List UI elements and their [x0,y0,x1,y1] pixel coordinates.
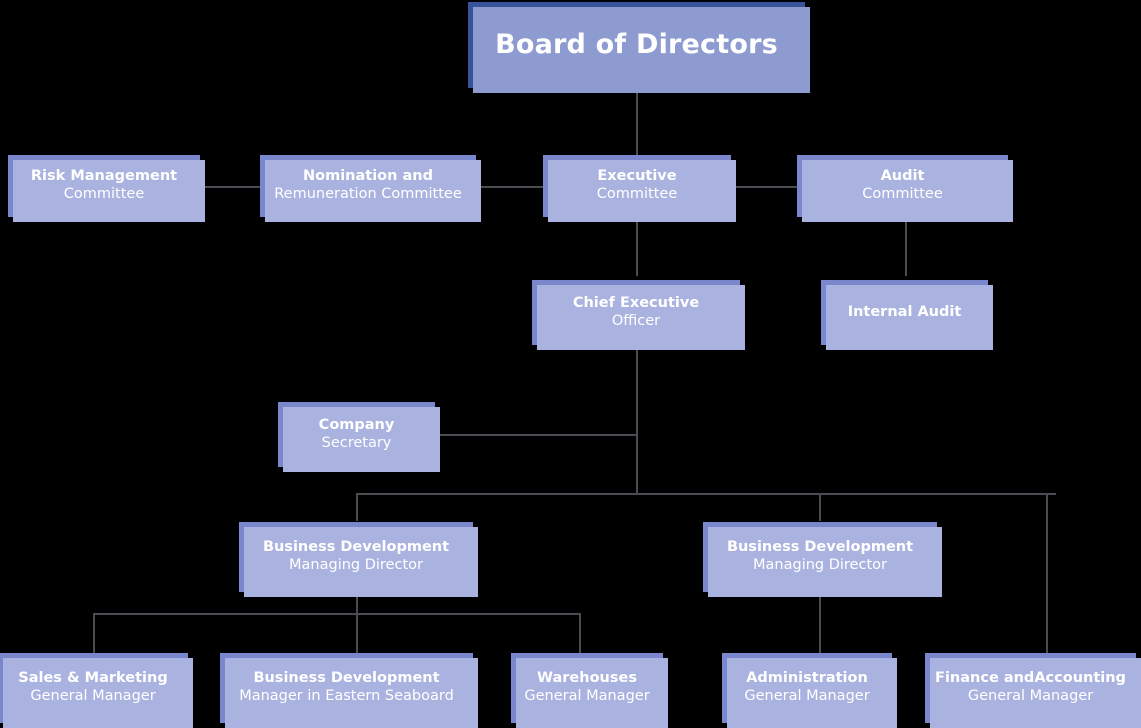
node-executive-committee-line2: Committee [596,186,678,202]
node-administration-line2: General Manager [744,688,870,704]
node-business-development-eastern-seaboard-line2: Manager in Eastern Seaboard [239,688,454,704]
node-finance-and-accounting-line1: Finance andAccounting [935,670,1126,687]
node-risk-management-committee[interactable]: Risk Management Committee [8,155,205,222]
node-nomination-remuneration-committee-line1: Nomination and [302,168,433,185]
connector-md-bus-drop-left [356,493,358,521]
node-internal-audit[interactable]: Internal Audit [821,280,993,350]
node-board-of-directors-line1: Board of Directors [495,28,778,60]
node-chief-executive-officer-line1: Chief Executive [572,294,700,311]
connector-board-to-executive [636,88,638,158]
node-company-secretary-line2: Secretary [321,434,392,451]
node-nomination-remuneration-committee[interactable]: Nomination and Remuneration Committee [260,155,481,222]
node-business-development-eastern-seaboard-line1: Business Development [253,670,440,687]
connector-lower-bus-drop-sales [93,613,95,653]
node-warehouses-line2: General Manager [524,688,650,704]
node-chief-executive-officer[interactable]: Chief Executive Officer [532,280,745,350]
node-sales-and-marketing-line2: General Manager [30,688,156,704]
connector-left-md-to-lower-bus [356,592,358,614]
node-finance-and-accounting[interactable]: Finance andAccounting General Manager [925,653,1141,728]
node-chief-executive-officer-line2: Officer [611,312,661,329]
connector-ceo-to-md-bus [636,345,638,494]
connector-lower-bus-drop-bizdev [356,613,358,653]
node-business-development-md-left[interactable]: Business Development Managing Director [239,522,478,597]
node-administration[interactable]: Administration General Manager [722,653,897,728]
connector-committee-bus-left [199,186,261,188]
node-business-development-md-left-line2: Managing Director [289,557,423,573]
node-business-development-md-left-line1: Business Development [262,539,450,556]
node-audit-committee[interactable]: Audit Committee [797,155,1013,222]
connector-lower-bus [93,613,581,615]
node-warehouses[interactable]: Warehouses General Manager [511,653,668,728]
node-internal-audit-line1: Internal Audit [847,303,962,320]
node-board-of-directors[interactable]: Board of Directors [468,2,810,93]
connector-md-bus-drop-mid [819,493,821,521]
connector-lower-bus-drop-warehouses [579,613,581,653]
node-finance-and-accounting-line2: General Manager [967,688,1094,704]
node-sales-and-marketing-line1: Sales & Marketing [18,670,168,687]
node-audit-committee-line1: Audit [880,168,925,185]
node-business-development-md-right[interactable]: Business Development Managing Director [703,522,942,597]
node-executive-committee[interactable]: Executive Committee [543,155,736,222]
node-risk-management-committee-line1: Risk Management [30,168,178,185]
connector-committee-bus-mid [476,186,543,188]
node-executive-committee-line1: Executive [597,168,677,185]
node-risk-management-committee-line2: Committee [63,186,145,202]
node-business-development-md-right-line1: Business Development [726,539,914,556]
node-company-secretary-line1: Company [318,416,395,433]
node-business-development-eastern-seaboard[interactable]: Business Development Manager in Eastern … [220,653,478,728]
connector-executive-to-ceo [636,218,638,276]
node-warehouses-line1: Warehouses [537,670,637,687]
node-administration-line1: Administration [746,670,868,687]
connector-right-md-to-administration [819,592,821,653]
node-business-development-md-right-line2: Managing Director [753,557,887,573]
node-sales-and-marketing[interactable]: Sales & Marketing General Manager [0,653,193,728]
connector-md-bus-drop-finance [1046,493,1048,653]
connector-audit-to-internal-audit [905,218,907,276]
connector-md-bus [356,493,1056,495]
node-audit-committee-line2: Committee [862,186,943,202]
node-company-secretary[interactable]: Company Secretary [278,402,440,472]
connector-company-secretary [435,434,637,436]
node-nomination-remuneration-committee-line2: Remuneration Committee [274,186,462,202]
connector-committee-bus-right [731,186,798,188]
